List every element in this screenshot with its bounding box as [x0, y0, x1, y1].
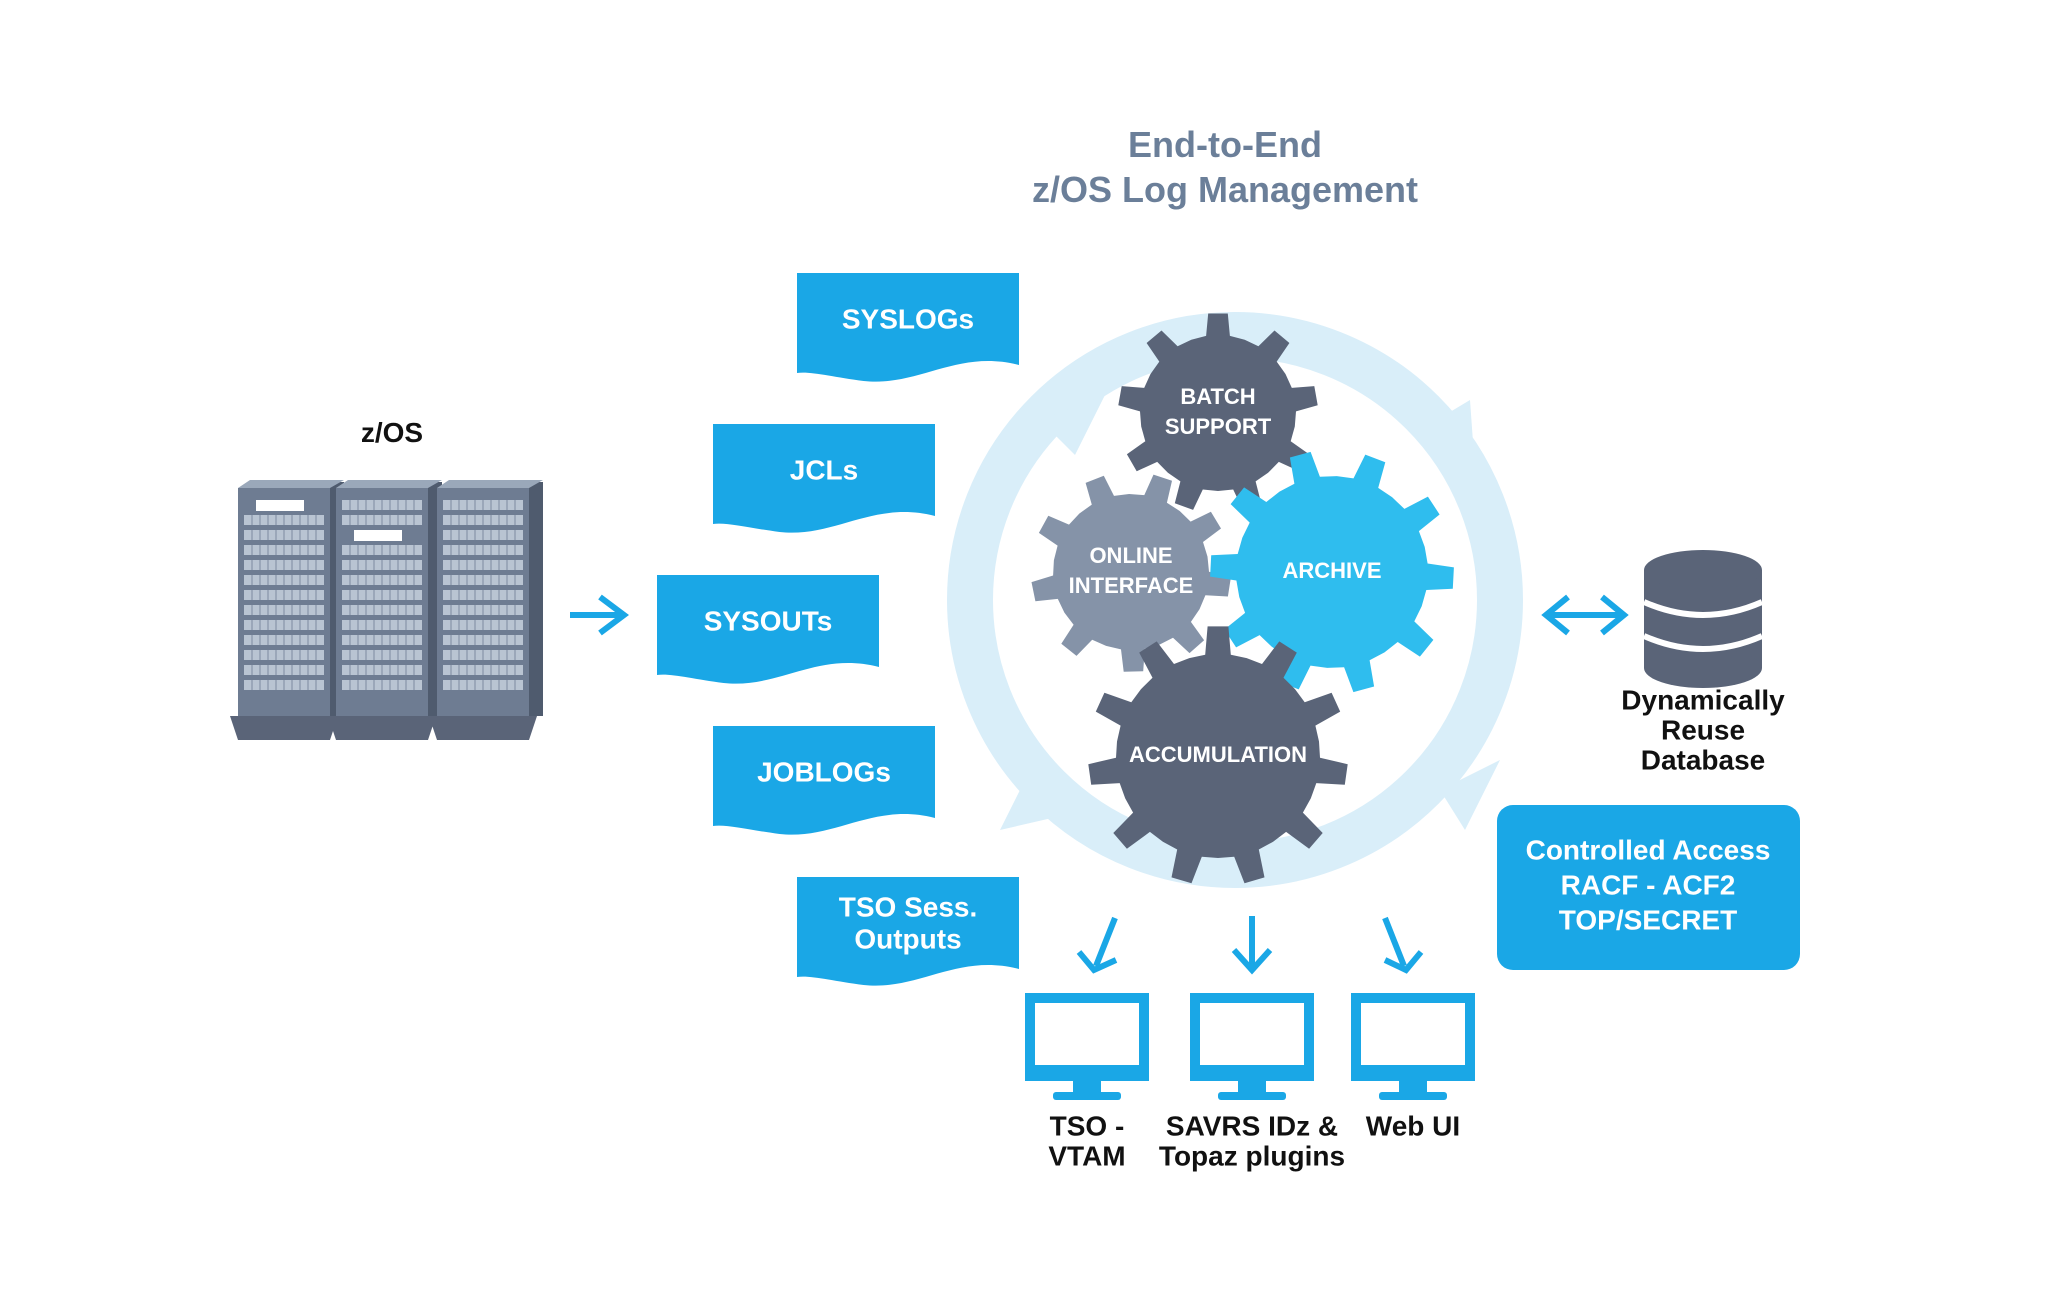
client-arrow-icon — [1382, 916, 1424, 974]
database-bidirectional-arrow — [1541, 594, 1629, 636]
client-0: TSO -VTAM — [1025, 916, 1149, 1171]
log-type-document: SYSLOGs — [797, 273, 1019, 382]
monitor-icon — [1190, 993, 1314, 1100]
server-rack — [328, 480, 442, 740]
client-label: Topaz plugins — [1159, 1140, 1345, 1171]
client-label: Web UI — [1366, 1110, 1460, 1141]
controlled-access-line: TOP/SECRET — [1559, 904, 1737, 935]
server-rack — [230, 480, 344, 740]
accumulation-gear-icon — [1088, 626, 1348, 884]
log-type-document: JCLs — [713, 424, 935, 533]
client-label: TSO - — [1050, 1110, 1125, 1141]
archive-gear-label: ARCHIVE — [1282, 558, 1381, 583]
title-line-1: End-to-End — [1128, 124, 1322, 165]
log-type-label: JCLs — [790, 454, 858, 485]
log-type-label: SYSOUTs — [704, 605, 833, 636]
log-type-document: TSO Sess.Outputs — [797, 877, 1019, 986]
client-arrow-icon — [1231, 916, 1273, 975]
cycle-arrow-head-icon — [1040, 395, 1105, 455]
online-interface-gear-icon — [1031, 474, 1231, 672]
batch-gear-label: BATCH — [1180, 384, 1255, 409]
database-label-line: Database — [1641, 744, 1766, 775]
gears-group — [1031, 313, 1454, 884]
archive-gear-icon — [1210, 451, 1454, 693]
server-to-logs-arrow — [570, 594, 629, 636]
diagram-title: End-to-End z/OS Log Management — [1032, 124, 1418, 210]
log-type-label: SYSLOGs — [842, 303, 974, 334]
client-label: SAVRS IDz & — [1166, 1110, 1338, 1141]
client-label: VTAM — [1048, 1140, 1125, 1171]
title-line-2: z/OS Log Management — [1032, 169, 1418, 210]
database-label-line: Reuse — [1661, 714, 1745, 745]
monitor-icon — [1025, 993, 1149, 1100]
cycle-arrow-head-icon — [1420, 400, 1475, 470]
server-rack-icon — [230, 480, 543, 740]
cycle-arrow-head-icon — [1440, 760, 1500, 830]
online-gear-label: INTERFACE — [1069, 573, 1194, 598]
log-type-label: Outputs — [854, 923, 961, 954]
zos-server-group: z/OS — [230, 417, 543, 740]
accumulation-gear-label: ACCUMULATION — [1129, 742, 1307, 767]
batch-gear-label: SUPPORT — [1165, 414, 1272, 439]
log-type-label: JOBLOGs — [757, 756, 891, 787]
database-label-line: Dynamically — [1621, 684, 1785, 715]
monitor-icon — [1351, 993, 1475, 1100]
client-2: Web UI — [1351, 916, 1475, 1141]
log-type-label: TSO Sess. — [839, 891, 978, 922]
online-gear-label: ONLINE — [1089, 543, 1172, 568]
controlled-access-line: Controlled Access — [1526, 834, 1771, 865]
controlled-access-line: RACF - ACF2 — [1561, 869, 1736, 900]
gear-labels-group: BATCH SUPPORT ONLINE INTERFACE ARCHIVE ACCUMU… — [1069, 384, 1382, 767]
batch-support-gear-icon — [1118, 313, 1318, 510]
client-1: SAVRS IDz &Topaz plugins — [1159, 916, 1345, 1171]
zos-label: z/OS — [361, 417, 423, 448]
log-type-document: SYSOUTs — [657, 575, 879, 684]
cycle-ring — [947, 312, 1523, 888]
cycle-arrow-head-icon — [1000, 770, 1065, 830]
database-icon — [1642, 550, 1764, 688]
server-rack — [429, 480, 543, 740]
client-arrow-icon — [1076, 916, 1118, 974]
log-type-document: JOBLOGs — [713, 726, 935, 835]
